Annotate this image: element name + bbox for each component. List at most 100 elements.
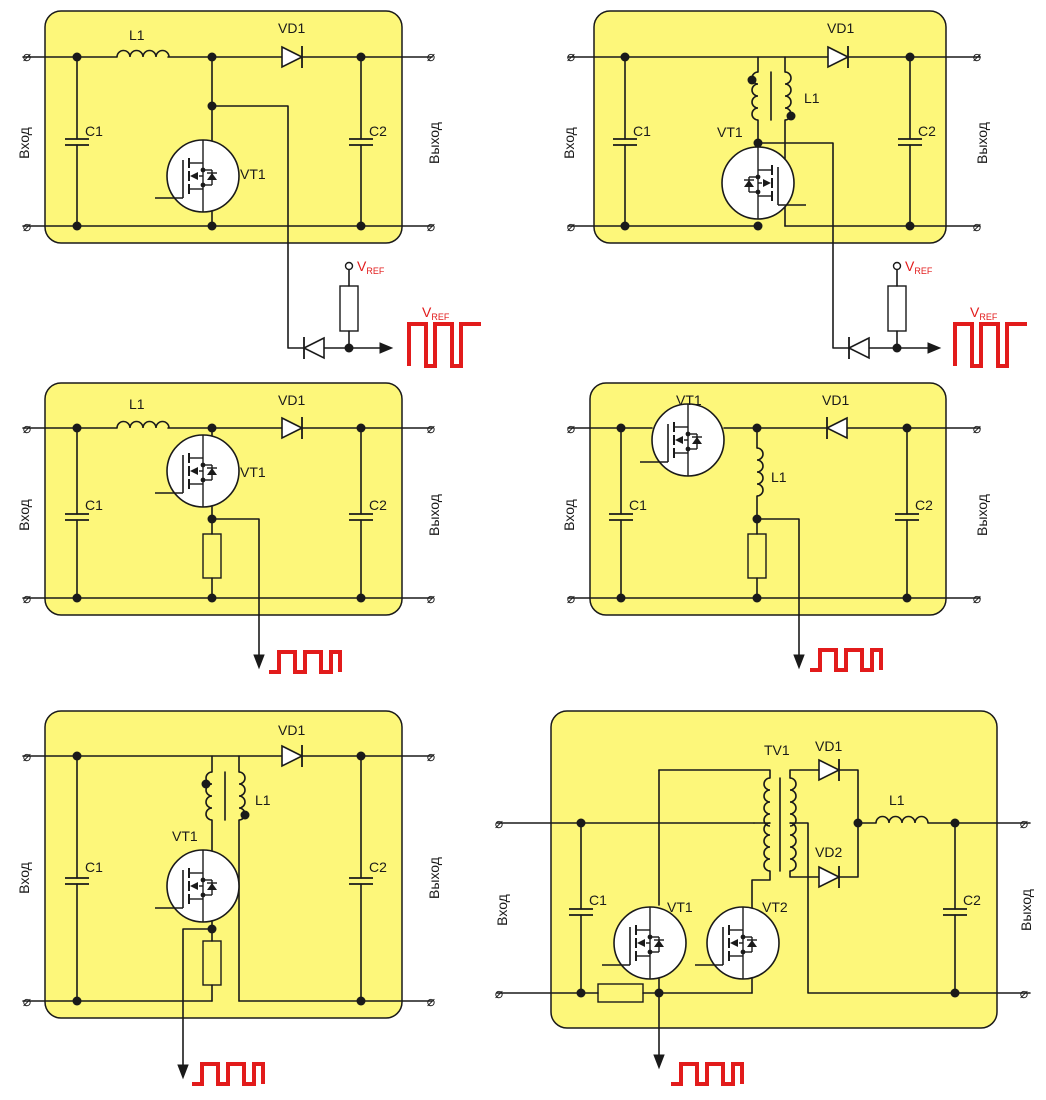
panel-flyback-transformer-sense: ⌀ ⌀ ⌀ ⌀ L1 VD1 C1 C2 VT1 Вход Выход VREF… — [561, 10, 1029, 368]
label-c2: C2 — [369, 123, 387, 139]
panel-boost-transformer-sense: ⌀ ⌀ ⌀ ⌀ L1 VD1 C1 C2 VT1 Вход Выход VREF… — [16, 10, 483, 368]
panel-boost-resistor-sense: ⌀ ⌀ ⌀ ⌀ L1 VD1 C1 C2 VT1 Вход Выход — [16, 382, 442, 674]
resistor-sense — [202, 940, 222, 986]
label-vd1: VD1 — [278, 722, 305, 738]
label-vd1: VD1 — [278, 20, 305, 36]
terminal-out-top: ⌀ — [427, 48, 435, 64]
terminal-in-bottom: ⌀ — [23, 590, 31, 606]
label-c1: C1 — [629, 497, 647, 513]
label-input: Вход — [16, 127, 32, 159]
vref-terminal — [344, 261, 354, 271]
label-vt2: VT2 — [762, 899, 788, 915]
arrow-down-icon — [793, 654, 805, 670]
label-input: Вход — [16, 862, 32, 894]
panel-background — [593, 10, 947, 244]
sense-diode — [848, 336, 870, 360]
terminal-out-bottom: ⌀ — [427, 218, 435, 234]
label-c1: C1 — [589, 892, 607, 908]
terminal-out-bottom: ⌀ — [427, 590, 435, 606]
label-output: Выход — [974, 122, 990, 164]
arrow-down-icon — [653, 1054, 665, 1070]
waveform-current — [810, 648, 883, 672]
terminal-in-bottom: ⌀ — [495, 985, 503, 1001]
label-c2: C2 — [918, 123, 936, 139]
label-l1: L1 — [129, 396, 145, 412]
label-c2: C2 — [369, 859, 387, 875]
label-input: Вход — [494, 894, 510, 926]
terminal-in-top: ⌀ — [567, 48, 575, 64]
label-vref-wave: VREF — [970, 304, 998, 322]
vref-terminal — [892, 261, 902, 271]
label-c2: C2 — [963, 892, 981, 908]
resistor-sense — [202, 533, 222, 579]
label-vd1: VD1 — [827, 20, 854, 36]
terminal-out-bottom: ⌀ — [973, 218, 981, 234]
label-l1: L1 — [129, 27, 145, 43]
label-l1: L1 — [889, 792, 905, 808]
resistor-sense — [597, 983, 644, 1003]
label-output: Выход — [426, 857, 442, 899]
arrow-down-icon — [177, 1064, 189, 1080]
panel-inverting-resistor-sense: ⌀ ⌀ ⌀ ⌀ VT1 L1 VD1 C1 C2 Вход Выход — [561, 382, 990, 672]
label-output: Выход — [974, 494, 990, 536]
label-vd1: VD1 — [278, 392, 305, 408]
arrow-down-icon — [253, 654, 265, 670]
terminal-in-top: ⌀ — [23, 48, 31, 64]
label-vt1: VT1 — [667, 899, 693, 915]
label-output: Выход — [1018, 889, 1034, 931]
label-tv1: TV1 — [764, 742, 790, 758]
terminal-in-top: ⌀ — [23, 748, 31, 764]
waveform-current — [671, 1062, 744, 1086]
waveform-current — [192, 1062, 265, 1086]
label-vt1: VT1 — [172, 828, 198, 844]
terminal-in-bottom: ⌀ — [567, 590, 575, 606]
terminal-out-bottom: ⌀ — [973, 590, 981, 606]
label-c1: C1 — [85, 497, 103, 513]
label-vt1: VT1 — [240, 166, 266, 182]
label-l1: L1 — [771, 469, 787, 485]
label-vref-top: VREF — [357, 258, 385, 276]
phase-dot — [786, 111, 796, 121]
label-output: Выход — [426, 122, 442, 164]
label-c2: C2 — [369, 497, 387, 513]
arrow-right-icon — [379, 342, 394, 354]
label-input: Вход — [16, 499, 32, 531]
panel-flyback-resistor-sense: ⌀ ⌀ ⌀ ⌀ L1 VD1 C1 C2 VT1 Вход Выход — [16, 710, 442, 1086]
terminal-out-top: ⌀ — [973, 48, 981, 64]
label-vref-top: VREF — [905, 258, 933, 276]
label-c1: C1 — [633, 123, 651, 139]
terminal-in-bottom: ⌀ — [567, 218, 575, 234]
terminal-out-bottom: ⌀ — [1020, 985, 1028, 1001]
label-vd1: VD1 — [822, 392, 849, 408]
terminal-in-top: ⌀ — [23, 420, 31, 436]
panel-background — [550, 710, 998, 1029]
resistor-pullup — [339, 285, 359, 332]
panel-push-pull-resistor-sense: ⌀ ⌀ ⌀ ⌀ TV1 VD1 VD2 L1 C1 C2 VT1 VT2 Вхо… — [494, 710, 1034, 1086]
sense-diode — [303, 336, 325, 360]
terminal-in-bottom: ⌀ — [23, 993, 31, 1009]
label-vt1: VT1 — [676, 392, 702, 408]
label-vt1: VT1 — [717, 124, 743, 140]
terminal-out-top: ⌀ — [427, 748, 435, 764]
label-input: Вход — [561, 499, 577, 531]
label-input: Вход — [561, 127, 577, 159]
resistor-sense — [747, 533, 767, 579]
waveform-current — [269, 650, 342, 674]
panel-background — [44, 10, 403, 244]
waveform-vref — [407, 322, 483, 368]
terminal-in-top: ⌀ — [567, 420, 575, 436]
label-vt1: VT1 — [240, 464, 266, 480]
terminal-out-top: ⌀ — [1020, 815, 1028, 831]
phase-dot — [747, 75, 757, 85]
label-l1: L1 — [804, 90, 820, 106]
resistor-pullup — [887, 285, 907, 332]
phase-dot — [240, 810, 250, 820]
terminal-out-top: ⌀ — [973, 420, 981, 436]
label-c1: C1 — [85, 123, 103, 139]
waveform-vref — [953, 322, 1029, 368]
terminal-in-top: ⌀ — [495, 815, 503, 831]
label-output: Выход — [426, 494, 442, 536]
phase-dot — [201, 779, 211, 789]
terminal-out-top: ⌀ — [427, 420, 435, 436]
